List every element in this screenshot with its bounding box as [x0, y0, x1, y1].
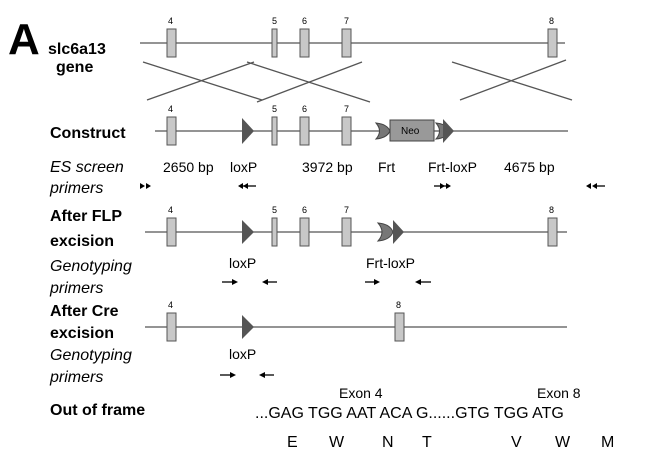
construct-label: Construct: [50, 125, 126, 142]
gene-exon-6: [299, 28, 310, 58]
es-screen-primers-label: primers: [49, 180, 103, 197]
construct-exon-6-label: 6: [302, 104, 307, 114]
flp-exon-8: [547, 217, 558, 247]
amino-acid: W: [555, 434, 571, 451]
gene-suffix-label: gene: [56, 59, 93, 76]
construct-loxp-triangle: [242, 118, 254, 144]
gene-exon-5: [271, 28, 278, 58]
panel-letter: A: [8, 15, 40, 64]
neo-label: Neo: [401, 126, 420, 137]
out-of-frame-label: Out of frame: [50, 402, 145, 419]
flp-exon-7: [341, 217, 352, 247]
amino-acid: E: [287, 434, 298, 451]
geno1-primer-reverse-1: [262, 279, 277, 285]
bp-3972-label: 3972 bp: [302, 159, 353, 175]
cre-exon-8-label: 8: [396, 300, 401, 310]
after-flp-label: After FLP: [50, 208, 122, 225]
genotyping-2-primers-label: primers: [49, 369, 103, 386]
genotyping-1-label: Genotyping: [50, 258, 132, 275]
flp-exon-5: [271, 217, 278, 247]
es-primer-pair-1: [140, 183, 151, 189]
bp-2650-label: 2650 bp: [163, 159, 214, 175]
gene-exon-7: [341, 28, 352, 58]
gene-exon-6-label: 6: [302, 16, 307, 26]
amino-acid: V: [511, 434, 522, 451]
flp-loxp-label: loxP: [229, 255, 256, 271]
es-screen-label: ES screen: [50, 159, 124, 176]
flp-exon-6: [299, 217, 310, 247]
cre-exon-8: [394, 312, 405, 342]
after-cre-excision-label: excision: [50, 325, 114, 342]
construct-exon-5-label: 5: [272, 104, 277, 114]
construct-exon-6: [299, 116, 310, 146]
genotyping-1-primers-label: primers: [49, 280, 103, 297]
construct-loxp-label: loxP: [230, 159, 257, 175]
bp-4675-label: 4675 bp: [504, 159, 555, 175]
cre-loxp-label: loxP: [229, 346, 256, 362]
gene-exon-5-label: 5: [272, 16, 277, 26]
gene-exon-8-label: 8: [549, 16, 554, 26]
flp-exon-4: [166, 217, 177, 247]
geno1-primer-forward-1: [222, 279, 238, 285]
frt-label: Frt: [378, 159, 395, 175]
flp-exon-4-label: 4: [168, 205, 173, 215]
after-cre-label: After Cre: [50, 303, 119, 320]
flp-exon-6-label: 6: [302, 205, 307, 215]
amino-acid-row: E W N T V W M: [287, 434, 614, 451]
exon4-label: Exon 4: [339, 385, 383, 401]
after-flp-excision-label: excision: [50, 233, 114, 250]
cre-exon-4: [166, 312, 177, 342]
amino-acid: N: [382, 434, 394, 451]
construct-loxp-triangle-2: [443, 119, 454, 143]
cre-loxp-triangle: [242, 315, 254, 339]
gene-exon-7-label: 7: [344, 16, 349, 26]
flp-frt-site: [376, 222, 394, 242]
geno2-primer-reverse: [259, 372, 274, 378]
construct-exon-7-label: 7: [344, 104, 349, 114]
cre-exon-4-label: 4: [168, 300, 173, 310]
construct-exon-4-label: 4: [168, 104, 173, 114]
es-primer-pair-3: [434, 183, 451, 189]
gene-name-label: slc6a13: [48, 41, 106, 58]
genotyping-2-label: Genotyping: [50, 347, 132, 364]
gene-exon-8: [547, 28, 558, 58]
neo-cassette: [389, 119, 435, 142]
gene-exon-4: [166, 28, 177, 58]
flp-loxp-triangle: [242, 220, 254, 244]
flp-exon-7-label: 7: [344, 205, 349, 215]
amino-acid: W: [329, 434, 345, 451]
amino-acid: M: [601, 434, 614, 451]
amino-acid: T: [422, 434, 432, 451]
geno2-primer-forward: [220, 372, 236, 378]
flp-frt-loxp-label: Frt-loxP: [366, 255, 415, 271]
geno1-primer-forward-2: [365, 279, 380, 285]
construct-frt-loxp-label: Frt-loxP: [428, 159, 477, 175]
geno1-primer-reverse-2: [415, 279, 431, 285]
construct-exon-4: [166, 116, 177, 146]
recombination-crosses: [142, 59, 573, 103]
construct-exon-5: [271, 116, 278, 146]
flp-loxp-triangle-2: [393, 220, 404, 244]
construct-frt-site: [374, 122, 391, 140]
exon8-label: Exon 8: [537, 385, 581, 401]
es-primer-pair-2: [238, 183, 256, 189]
gene-exon-4-label: 4: [168, 16, 173, 26]
construct-exon-7: [341, 116, 352, 146]
flp-exon-8-label: 8: [549, 205, 554, 215]
flp-exon-5-label: 5: [272, 205, 277, 215]
es-primer-pair-4: [586, 183, 605, 189]
codon-sequence: ...GAG TGG AAT ACA G......GTG TGG ATG: [255, 405, 564, 422]
